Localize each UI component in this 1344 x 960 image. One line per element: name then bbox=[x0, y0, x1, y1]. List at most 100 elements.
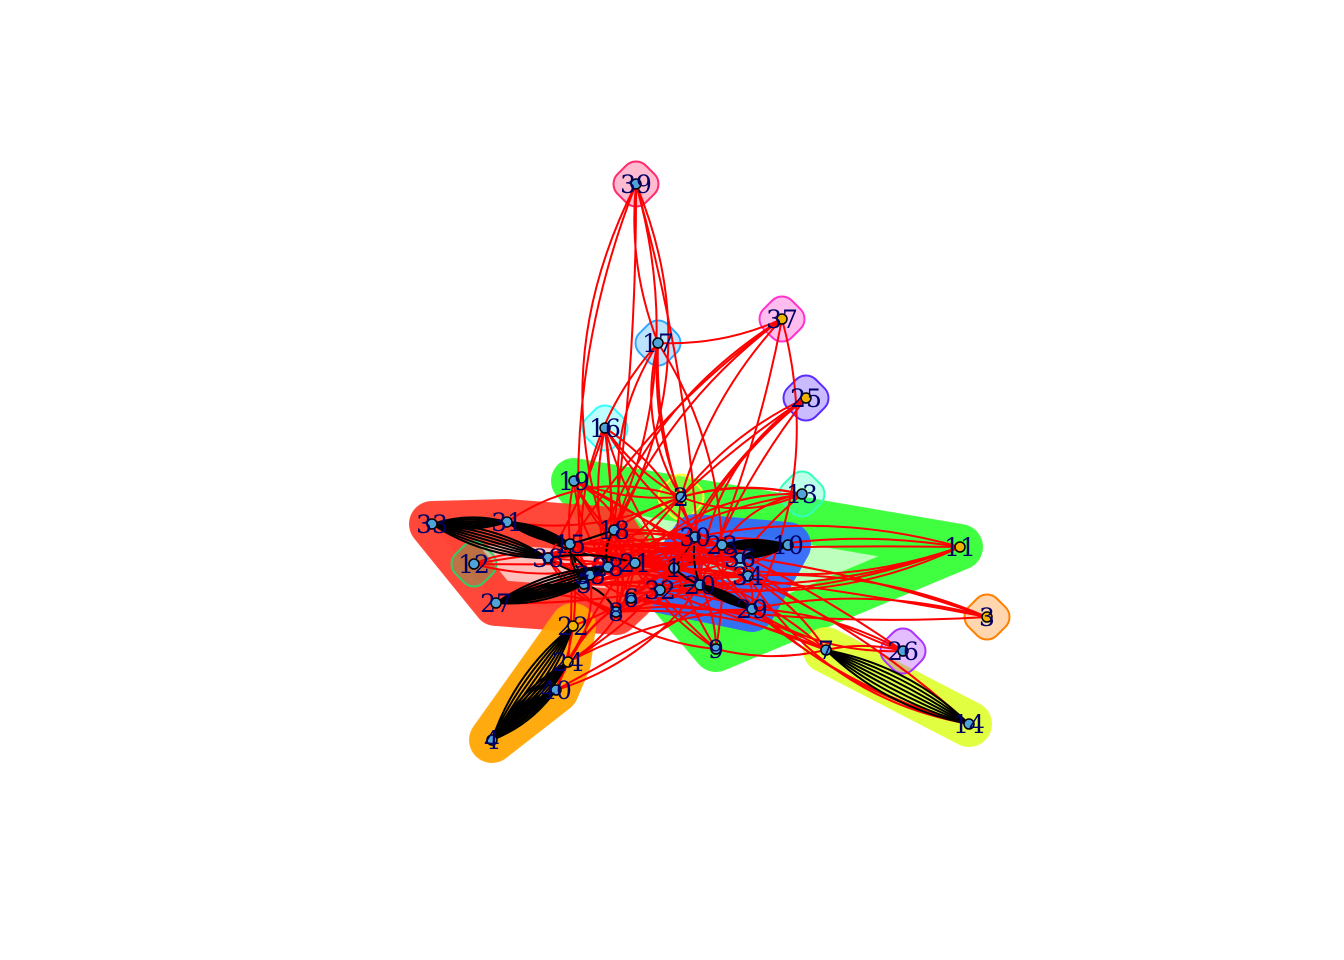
edge bbox=[431, 523, 549, 559]
node-label: 16 bbox=[589, 414, 621, 443]
edge bbox=[555, 584, 701, 691]
edge bbox=[657, 342, 723, 546]
node-label: 9 bbox=[708, 635, 724, 664]
graph-node[interactable] bbox=[694, 579, 706, 591]
edge bbox=[506, 485, 682, 523]
edge bbox=[673, 567, 717, 650]
node-label: 23 bbox=[706, 531, 738, 560]
graph-node[interactable] bbox=[608, 524, 620, 536]
node-label: 8 bbox=[608, 598, 624, 627]
graph-node[interactable] bbox=[742, 570, 754, 582]
node-label: 13 bbox=[786, 480, 818, 509]
graph-node[interactable] bbox=[954, 541, 966, 553]
graph-node[interactable] bbox=[468, 558, 480, 570]
graph-node[interactable] bbox=[578, 578, 590, 590]
node-label: 7 bbox=[818, 636, 834, 665]
edge bbox=[613, 486, 803, 531]
edge bbox=[491, 625, 574, 741]
edge bbox=[699, 546, 961, 592]
graph-node[interactable] bbox=[629, 557, 641, 569]
edge bbox=[607, 183, 638, 568]
graph-node[interactable] bbox=[542, 552, 554, 564]
graph-node[interactable] bbox=[562, 656, 574, 668]
graph-node[interactable] bbox=[710, 643, 722, 655]
node-label: 31 bbox=[491, 508, 523, 537]
node-label: 29 bbox=[736, 595, 768, 624]
graph-node[interactable] bbox=[584, 569, 596, 581]
edge bbox=[659, 589, 827, 651]
node-label: 33 bbox=[416, 510, 448, 539]
graph-node[interactable] bbox=[776, 313, 788, 325]
edge bbox=[583, 544, 723, 586]
node-label: 30 bbox=[679, 523, 711, 552]
graph-node[interactable] bbox=[668, 562, 680, 574]
graph-node[interactable] bbox=[796, 488, 808, 500]
edge bbox=[680, 493, 803, 510]
graph-node[interactable] bbox=[550, 684, 562, 696]
graph-node[interactable] bbox=[652, 337, 664, 349]
graph-node[interactable] bbox=[490, 597, 502, 609]
graph-node[interactable] bbox=[675, 491, 687, 503]
edge bbox=[699, 397, 807, 586]
graph-node[interactable] bbox=[630, 178, 642, 190]
graph-node[interactable] bbox=[782, 539, 794, 551]
edge bbox=[751, 608, 904, 653]
edge bbox=[431, 523, 549, 559]
edge bbox=[630, 597, 753, 611]
edge bbox=[431, 523, 549, 559]
graph-node[interactable] bbox=[897, 645, 909, 657]
graph-node[interactable] bbox=[800, 392, 812, 404]
edge bbox=[673, 567, 827, 651]
edge bbox=[630, 597, 988, 621]
node-label: 38 bbox=[532, 544, 564, 573]
graph-node[interactable] bbox=[486, 734, 498, 746]
graph-node[interactable] bbox=[602, 561, 614, 573]
graph-node[interactable] bbox=[610, 606, 622, 618]
graph-node[interactable] bbox=[820, 644, 832, 656]
graph-node[interactable] bbox=[746, 603, 758, 615]
edge bbox=[555, 597, 632, 691]
edge bbox=[431, 523, 549, 559]
graph-node[interactable] bbox=[426, 518, 438, 530]
graph-node[interactable] bbox=[567, 620, 579, 632]
graph-node[interactable] bbox=[568, 475, 580, 487]
graph-node[interactable] bbox=[689, 531, 701, 543]
edge bbox=[491, 661, 569, 741]
edge bbox=[569, 543, 749, 577]
edge bbox=[656, 342, 696, 538]
edge bbox=[567, 562, 636, 663]
graph-node[interactable] bbox=[734, 552, 746, 564]
graph-node[interactable] bbox=[981, 611, 993, 623]
edge bbox=[431, 523, 549, 560]
graph-node[interactable] bbox=[501, 516, 513, 528]
node-label: 6 bbox=[623, 584, 639, 613]
node-label: 11 bbox=[944, 533, 976, 562]
edge bbox=[739, 493, 803, 559]
graph-node[interactable] bbox=[625, 592, 637, 604]
edge bbox=[721, 493, 803, 546]
edge bbox=[491, 661, 569, 741]
edge bbox=[825, 649, 970, 725]
edge bbox=[615, 536, 696, 613]
edge bbox=[491, 661, 569, 741]
node-label: 35 bbox=[574, 561, 606, 590]
graph-node[interactable] bbox=[716, 539, 728, 551]
node-label: 14 bbox=[953, 710, 985, 739]
node-label: 37 bbox=[766, 305, 798, 334]
edge bbox=[573, 480, 749, 577]
graph-node[interactable] bbox=[654, 584, 666, 596]
node-label: 22 bbox=[557, 612, 589, 641]
edge bbox=[547, 553, 636, 564]
edge bbox=[699, 397, 807, 586]
graph-node[interactable] bbox=[599, 422, 611, 434]
node-label: 12 bbox=[458, 550, 490, 579]
edge bbox=[547, 427, 606, 559]
graph-node[interactable] bbox=[963, 718, 975, 730]
edge bbox=[491, 625, 574, 741]
edge bbox=[825, 649, 970, 725]
node-label: 4 bbox=[484, 726, 500, 755]
node-label: 36 bbox=[724, 544, 756, 573]
graph-node[interactable] bbox=[564, 538, 576, 550]
edge bbox=[491, 689, 557, 741]
